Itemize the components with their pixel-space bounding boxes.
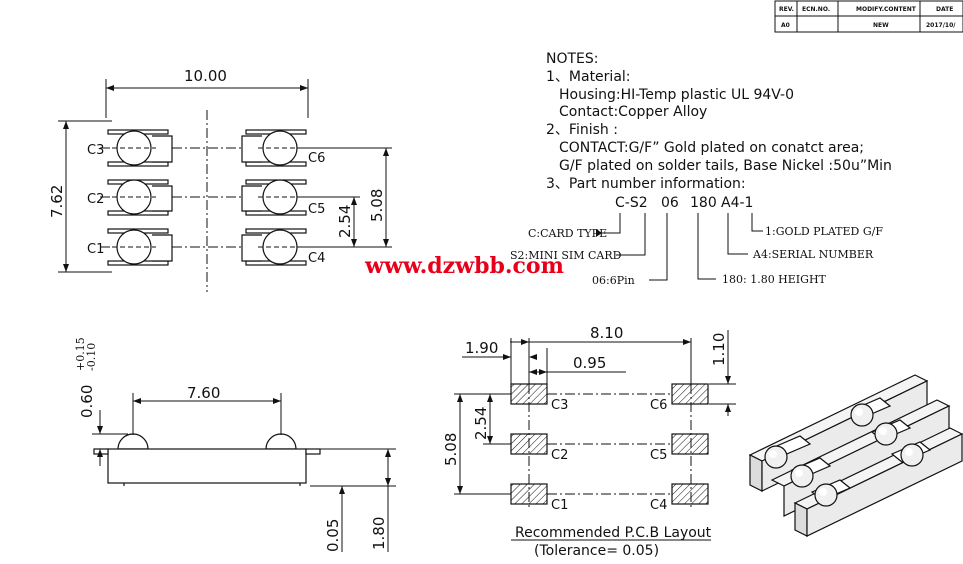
side-view [92,393,396,552]
side-tol-minus: -0.10 [85,343,98,371]
rev-header-content: MODIFY.CONTENT [856,6,917,13]
notes-line-2: Housing:HI-Temp plastic UL 94V-0 [559,87,794,103]
top-pitch-small-dim: 2.54 [336,205,354,238]
notes-line-4: 2、Finish : [546,122,618,138]
pcb-tolerance: (Tolerance= 0.05) [534,543,659,559]
pcb-pad-c1 [510,483,548,505]
pn-mini-sim: S2:MINI SIM CARD [510,249,622,262]
pcb-pad-c3 [510,383,548,405]
pn-part-1: C-S2 [615,195,648,211]
pcb-label-c1: C1 [551,498,568,513]
notes-block: NOTES: 1、Material: Housing:HI-Temp plast… [546,51,892,192]
pn-card-type: C:CARD TYPE [528,227,607,240]
pcb-pitch-large-dim: 5.08 [442,433,460,466]
rev-row-content: NEW [873,22,889,29]
watermark: www.dzwbb.com [364,253,564,279]
pcb-pad-c2 [510,433,548,455]
pcb-label-c6: C6 [650,398,667,413]
pcb-pad-c5 [671,433,709,455]
revision-table [774,0,963,33]
top-width-dim: 10.00 [184,67,227,85]
notes-line-7: 3、Part number information: [546,176,746,192]
top-label-c6: C6 [308,151,325,166]
rev-header-rev: REV. [779,6,794,13]
side-tol-plus: +0.15 [74,337,87,371]
pcb-caption: Recommended P.C.B Layout [515,525,712,541]
rev-row-date: 2017/10/ [926,22,956,29]
side-bump-dim: 0.60 [78,385,96,418]
side-span-dim: 7.60 [187,384,220,402]
notes-line-6: G/F plated on solder tails, Base Nickel … [559,158,892,174]
part-number: C-S2 06 180 A4-1 C:CARD TYPE S2:MINI SIM… [510,195,883,287]
notes-title: NOTES: [546,51,599,67]
pn-pins: 06:6Pin [592,274,635,287]
notes-line-3: Contact:Copper Alloy [559,104,707,120]
pcb-offset-dim: 0.95 [573,354,606,372]
pn-part-4: A4-1 [721,195,753,211]
top-pitch-large-dim: 5.08 [368,189,386,222]
rev-row-rev: A0 [781,22,790,29]
pcb-pad-h-dim: 1.10 [710,333,728,366]
rev-header-date: DATE [936,6,953,13]
top-label-c3: C3 [87,143,104,158]
pcb-label-c2: C2 [551,448,568,463]
pn-height: 180: 1.80 HEIGHT [722,273,827,286]
top-view [58,79,392,292]
pcb-pad-w-dim: 1.90 [465,339,498,357]
pcb-pad-c4 [671,483,709,505]
top-label-c4: C4 [308,251,325,266]
pcb-label-c4: C4 [650,498,667,513]
isometric-view [748,374,963,537]
notes-line-5: CONTACT:G/F” Gold plated on conatct area… [559,140,864,156]
pcb-label-c3: C3 [551,398,568,413]
top-label-c5: C5 [308,202,325,217]
top-height-dim: 7.62 [48,185,66,218]
side-standoff-dim: 0.05 [324,519,342,552]
pcb-pitch-small-dim: 2.54 [472,407,490,440]
pn-serial: A4:SERIAL NUMBER [752,248,874,261]
pn-part-2: 06 [661,195,679,211]
pcb-label-c5: C5 [650,448,667,463]
pn-part-3: 180 [690,195,717,211]
pn-plating: 1:GOLD PLATED G/F [765,225,883,238]
pcb-layout [454,330,736,541]
pcb-pad-c6 [671,383,709,405]
side-height-dim: 1.80 [370,517,388,550]
top-label-c1: C1 [87,242,104,257]
notes-line-1: 1、Material: [546,69,631,85]
top-label-c2: C2 [87,192,104,207]
pcb-total-dim: 8.10 [590,324,623,342]
rev-header-ecn: ECN.NO. [802,6,830,13]
